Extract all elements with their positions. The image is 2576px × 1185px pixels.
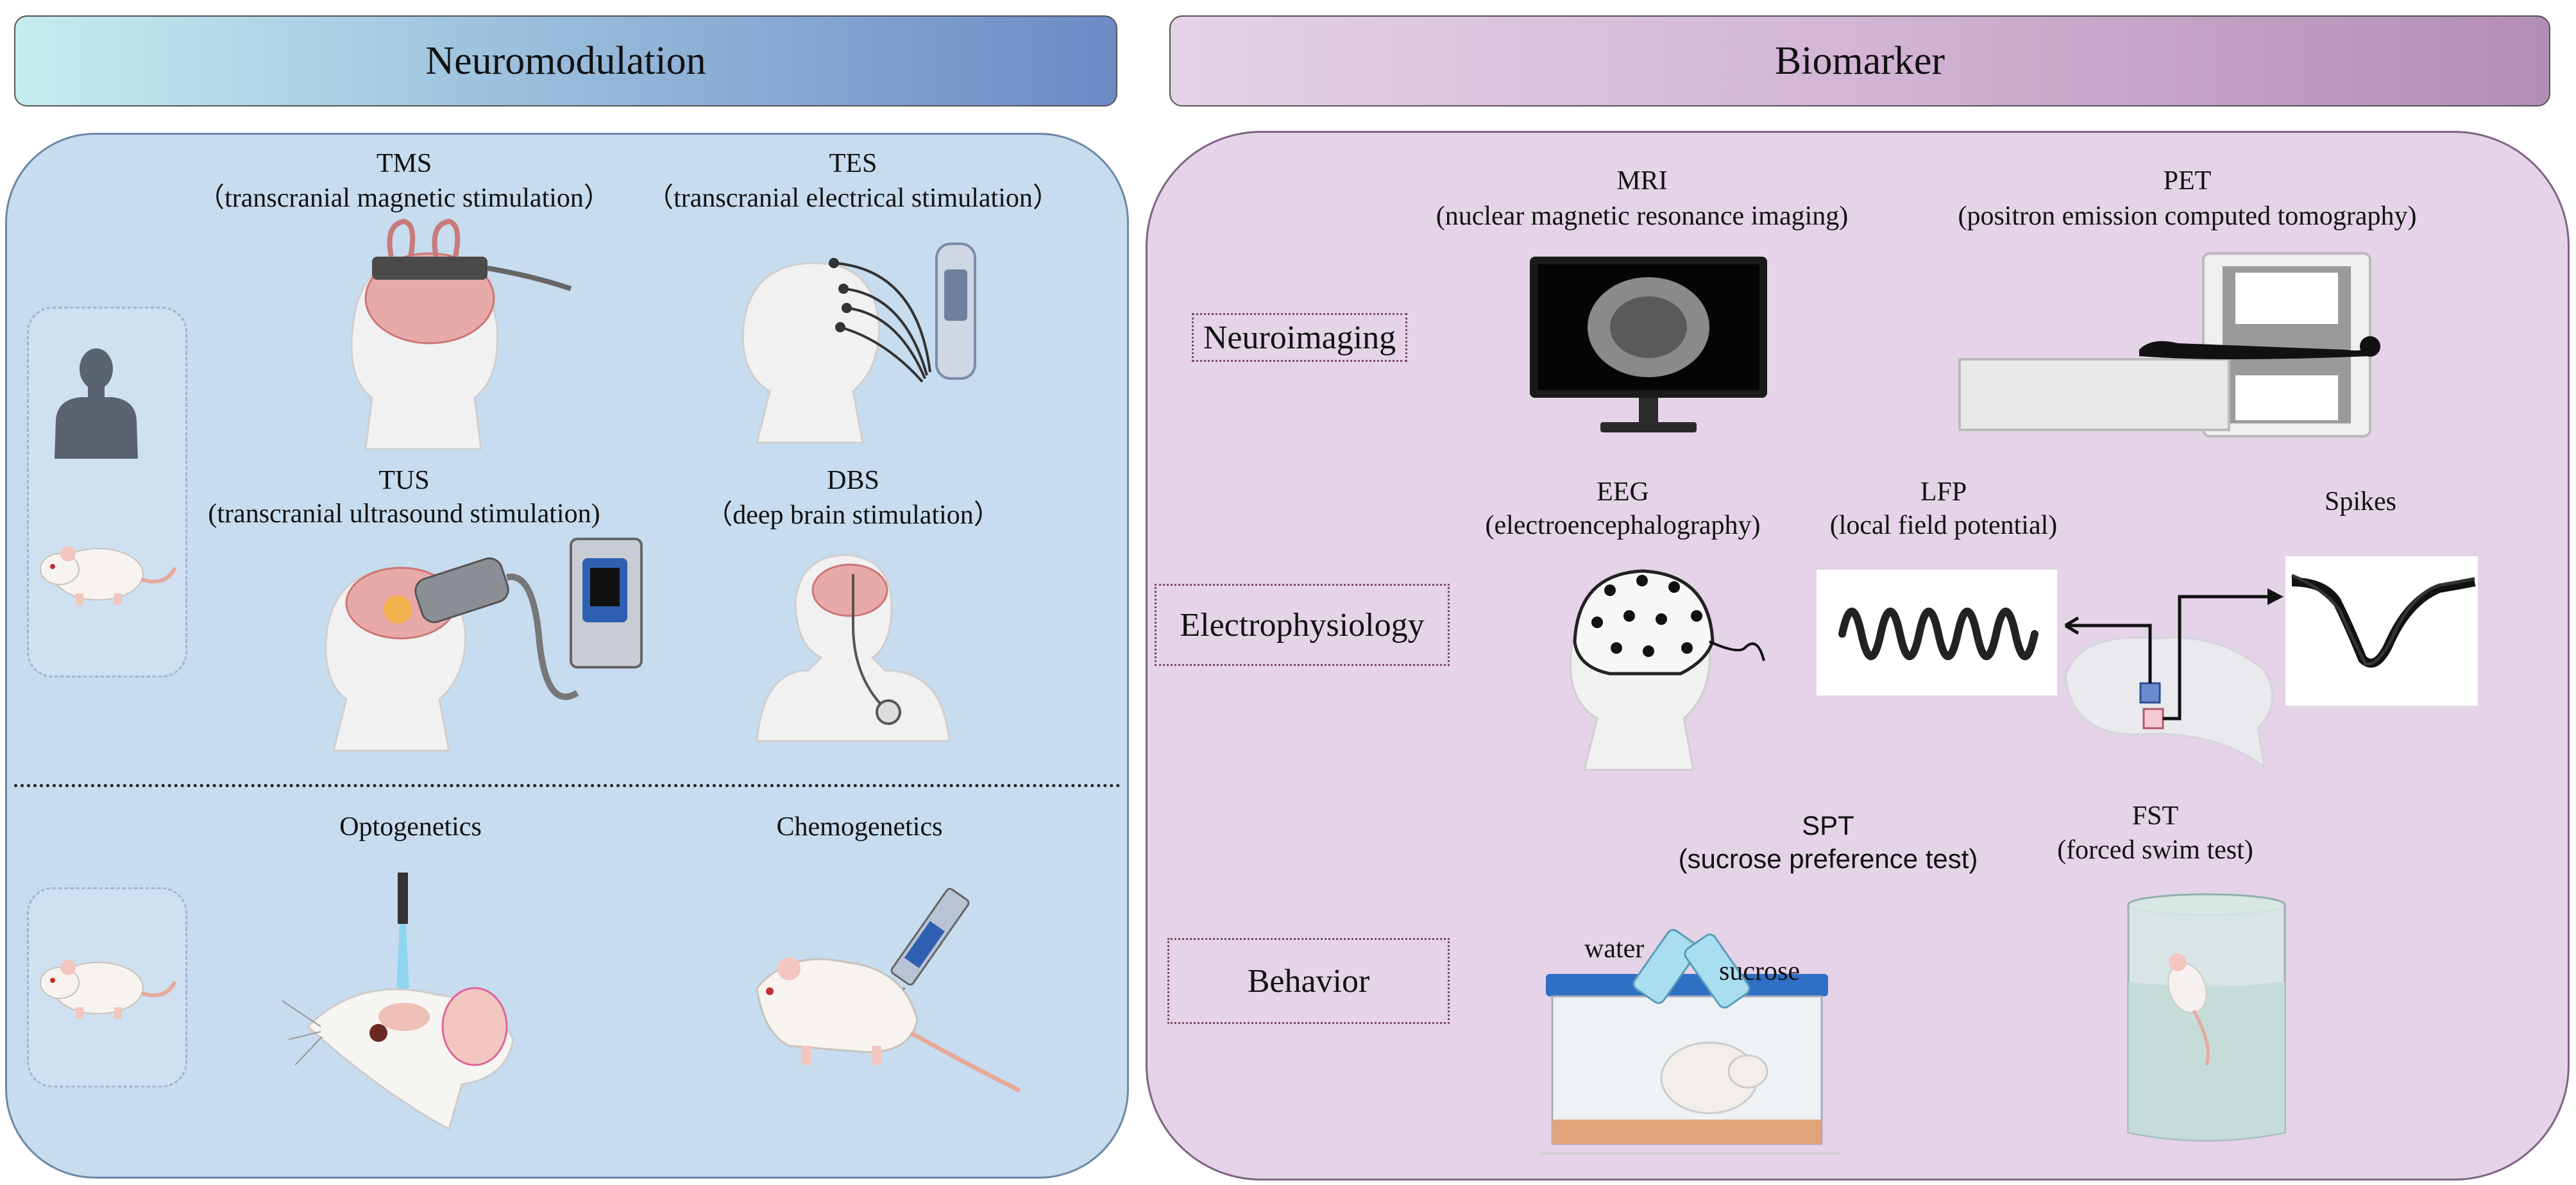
fst-label: FST <box>2131 801 2179 831</box>
tes-full-label: （transcranial electrical stimulation） <box>647 183 1060 213</box>
pet-scanner-illustration <box>1958 252 2380 438</box>
neuroimaging-label: Neuroimaging <box>1203 319 1396 356</box>
section-divider <box>14 784 1121 787</box>
optogenetics-mouse-illustration <box>282 873 514 1131</box>
behavior-label: Behavior <box>1247 962 1370 1000</box>
spikes-waveform <box>2291 574 2476 668</box>
pet-label: PET <box>2163 166 2212 196</box>
tes-label: TES <box>829 149 877 178</box>
behavior-category: Behavior <box>1167 938 1450 1024</box>
spt-full-label: (sucrose preference test) <box>1678 844 1978 874</box>
rat-icon <box>40 960 177 1019</box>
sucrose-label: sucrose <box>1719 957 1800 986</box>
electrophysiology-category: Electrophysiology <box>1155 584 1450 666</box>
spikes-label: Spikes <box>2324 487 2396 516</box>
spt-cage-illustration <box>1539 929 1841 1155</box>
water-label: water <box>1584 934 1645 964</box>
dbs-body-illustration <box>756 554 951 742</box>
lfp-full-label: (local field potential) <box>1829 511 2058 540</box>
rat-icon <box>40 546 177 605</box>
neuromodulation-title: Neuromodulation <box>425 38 706 83</box>
spikes-trace-box <box>2285 556 2478 706</box>
neuromodulation-header: Neuromodulation <box>14 15 1117 107</box>
tes-head-illustration <box>741 243 976 444</box>
spt-label: SPT <box>1802 810 1854 840</box>
fst-full-label: (forced swim test) <box>2057 835 2253 865</box>
rodent-brain-electrodes <box>2064 588 2284 769</box>
lfp-label: LFP <box>1920 477 1967 507</box>
tus-head-illustration <box>325 538 643 752</box>
tms-head-illustration <box>350 218 572 450</box>
mri-full-label: (nuclear magnetic resonance imaging) <box>1436 201 1849 231</box>
fst-cylinder-illustration <box>2127 893 2286 1141</box>
tms-label: TMS <box>376 149 432 178</box>
mri-monitor-illustration <box>1530 257 1767 432</box>
dbs-label: DBS <box>827 466 879 495</box>
human-silhouette-icon <box>55 348 138 459</box>
lfp-waveform <box>1838 608 2038 660</box>
tms-full-label: （transcranial magnetic stimulation） <box>198 183 611 213</box>
chemogenetics-label: Chemogenetics <box>776 812 943 842</box>
eeg-head-illustration <box>1569 569 1765 771</box>
tus-full-label: (transcranial ultrasound stimulation) <box>208 499 600 529</box>
eeg-full-label: (electroencephalography) <box>1485 511 1761 540</box>
neuroimaging-category: Neuroimaging <box>1192 313 1407 362</box>
biomarker-header: Biomarker <box>1169 15 2550 107</box>
chemogenetics-rat-illustration <box>756 887 1021 1093</box>
electrophysiology-label: Electrophysiology <box>1180 606 1425 644</box>
tus-label: TUS <box>378 466 430 495</box>
mri-label: MRI <box>1616 166 1668 196</box>
optogenetics-label: Optogenetics <box>339 812 482 842</box>
dbs-full-label: （deep brain stimulation） <box>706 500 1001 530</box>
biomarker-title: Biomarker <box>1774 38 1945 83</box>
pet-full-label: (positron emission computed tomography) <box>1958 201 2417 231</box>
eeg-label: EEG <box>1597 477 1649 507</box>
